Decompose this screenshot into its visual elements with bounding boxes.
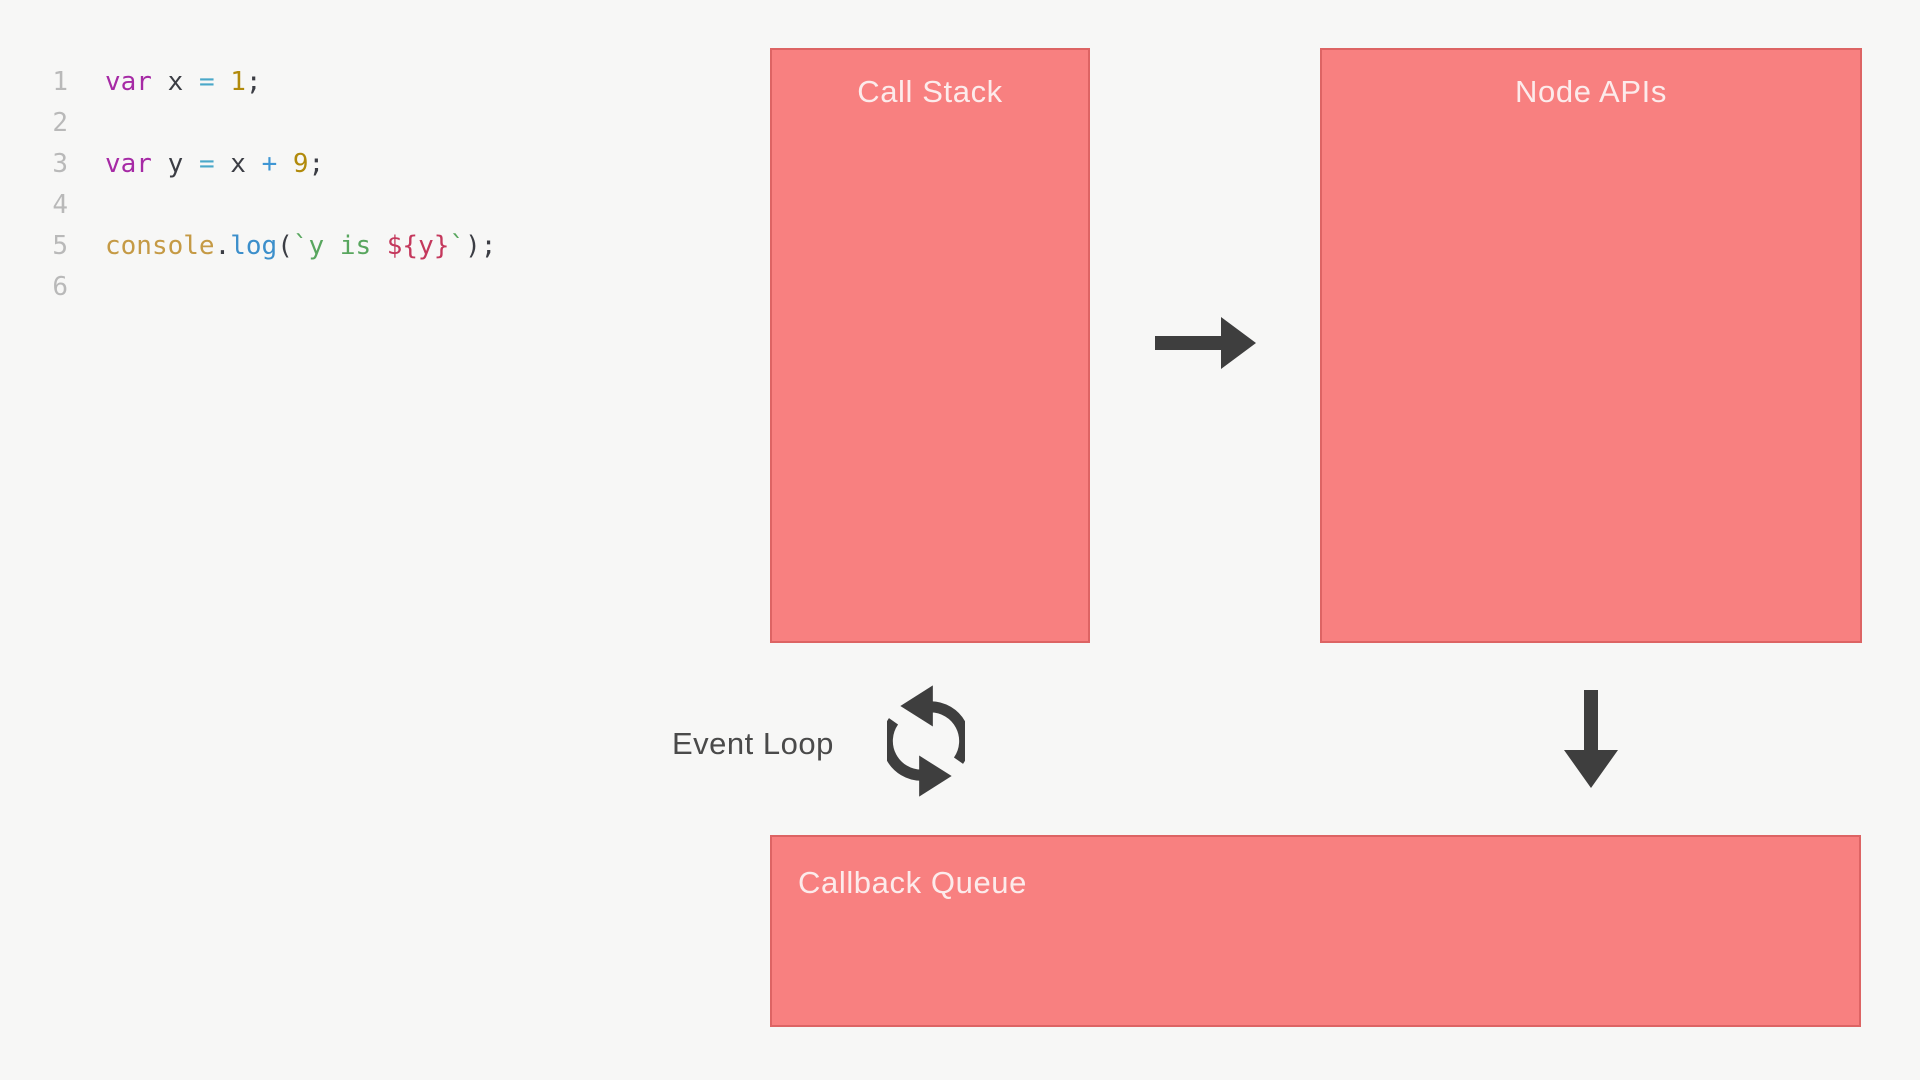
- line-number: 4: [52, 190, 68, 220]
- down-arrow-icon: [1562, 690, 1620, 794]
- right-arrow-icon: [1155, 316, 1257, 375]
- code-line: 2: [46, 103, 496, 144]
- node-apis-box: Node APIs: [1320, 48, 1862, 643]
- code-text: var x = 1;: [105, 67, 262, 97]
- code-line: 5 console.log(`y is ${y}`);: [46, 226, 496, 267]
- line-number: 5: [52, 231, 68, 261]
- line-number: 2: [52, 108, 68, 138]
- event-loop-cycle-icon: [881, 682, 971, 805]
- callback-queue-label: Callback Queue: [798, 865, 1027, 900]
- code-line: 1 var x = 1;: [46, 62, 496, 103]
- line-number: 1: [52, 67, 68, 97]
- code-line: 4: [46, 185, 496, 226]
- call-stack-box: Call Stack: [770, 48, 1090, 643]
- event-loop-label: Event Loop: [672, 726, 834, 761]
- line-number: 6: [52, 272, 68, 302]
- code-text: var y = x + 9;: [105, 149, 325, 179]
- code-line: 6: [46, 267, 496, 308]
- code-text: console.log(`y is ${y}`);: [105, 231, 497, 261]
- code-line: 3 var y = x + 9;: [46, 144, 496, 185]
- callback-queue-box: Callback Queue: [770, 835, 1861, 1027]
- line-number: 3: [52, 149, 68, 179]
- code-editor: 1 var x = 1; 2 3 var y = x + 9; 4 5 console.log…: [46, 62, 496, 308]
- call-stack-label: Call Stack: [857, 74, 1003, 109]
- node-apis-label: Node APIs: [1515, 74, 1667, 109]
